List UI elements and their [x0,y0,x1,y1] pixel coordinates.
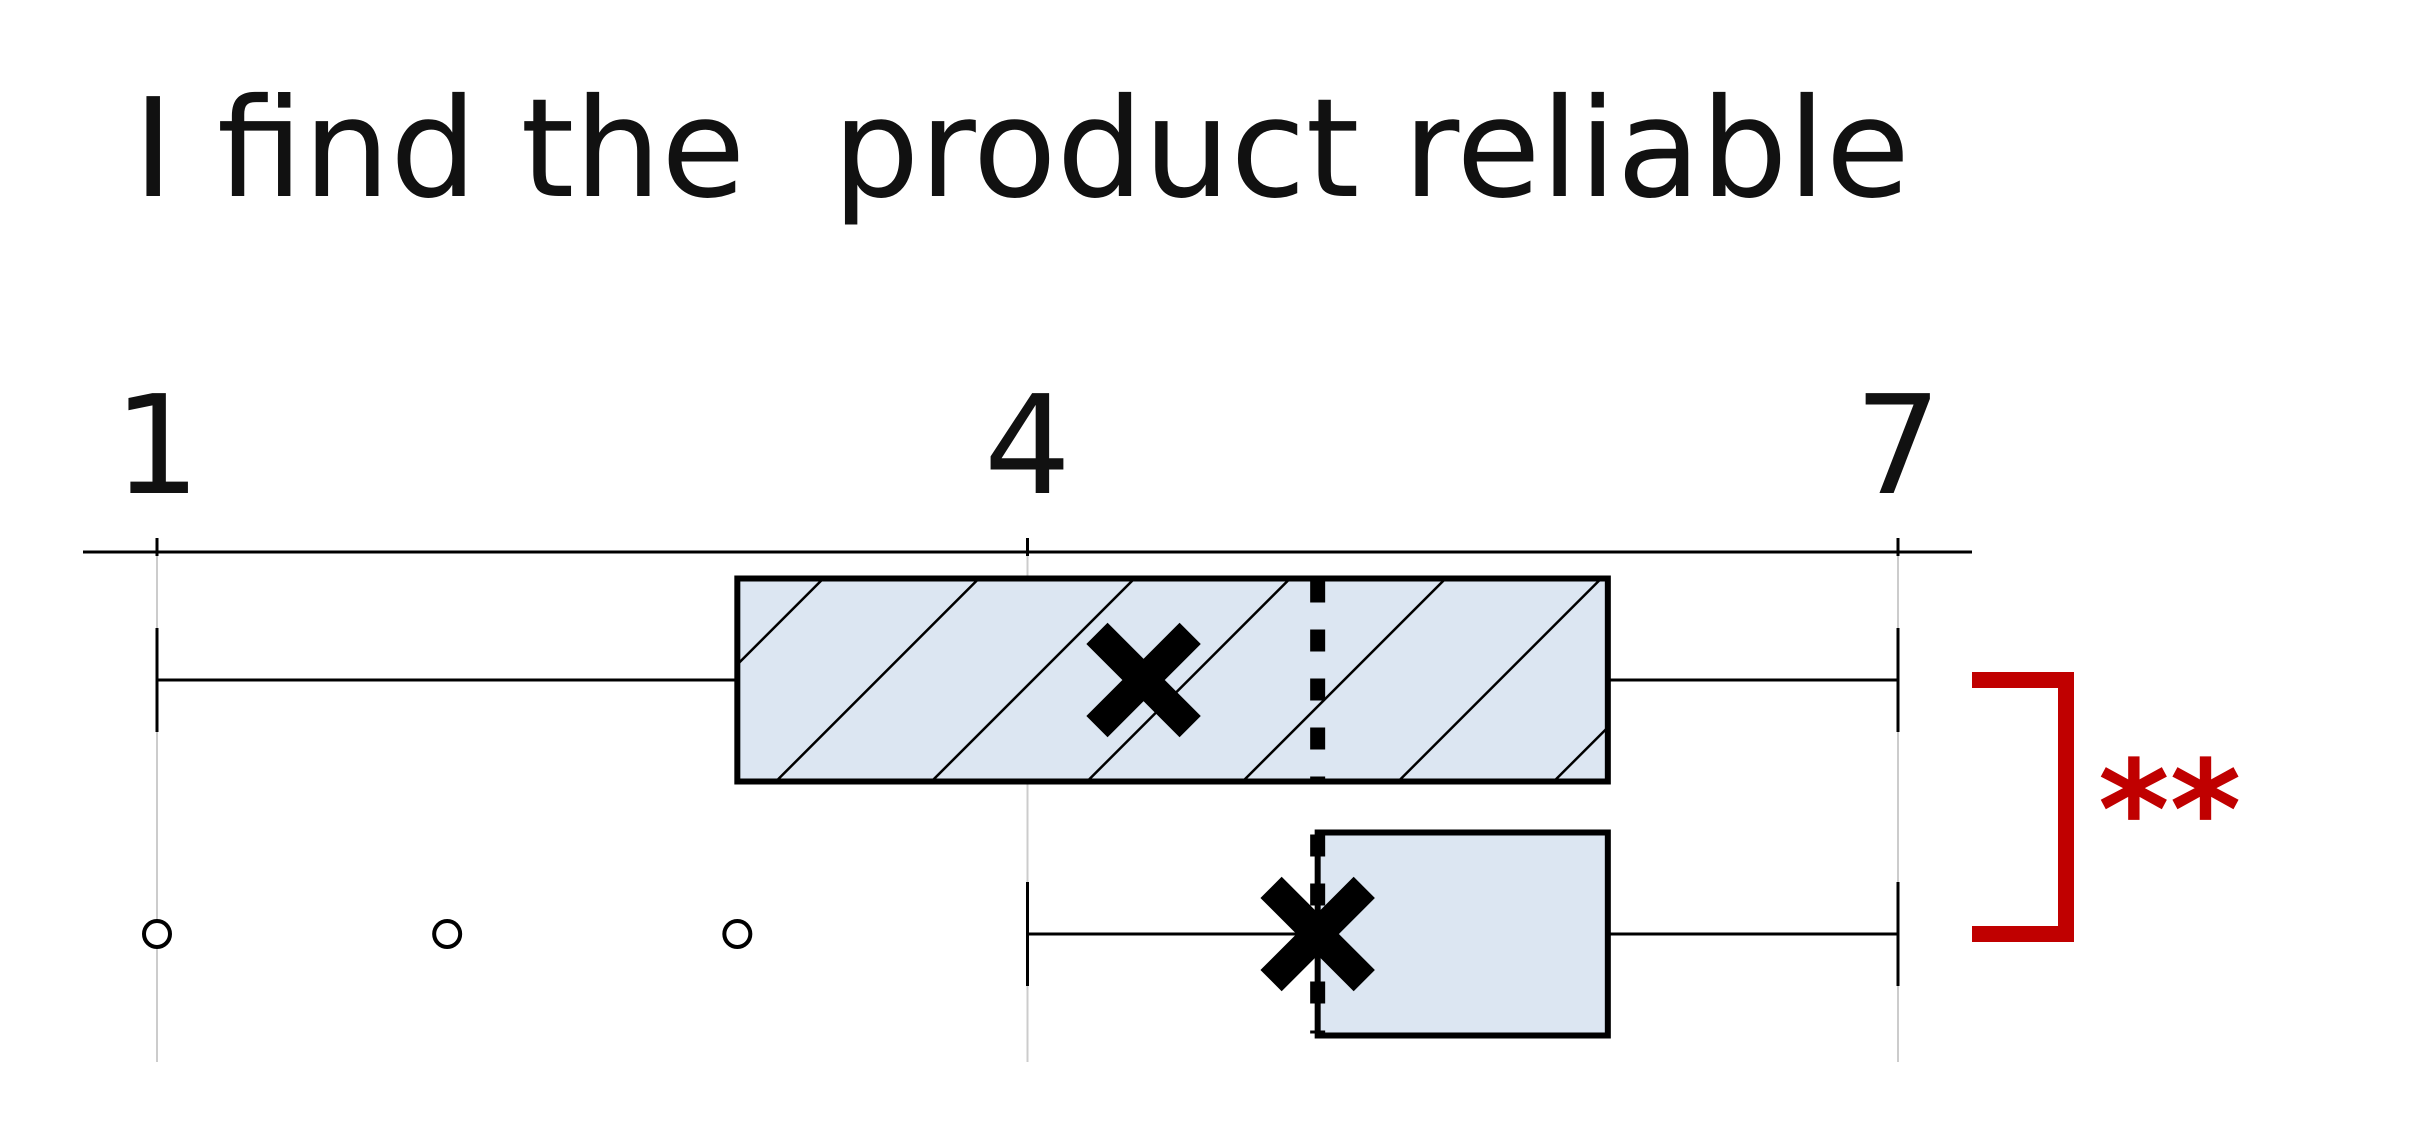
boxes [142,575,1900,1039]
mean-marker [1260,876,1375,992]
significance-bracket [1972,672,2074,942]
x-tick-label: 7 [1854,367,1941,526]
x-axis: 1 4 7 [83,367,1972,556]
box-iqr [734,575,1611,785]
box-iqr [1314,829,1611,1039]
chart-title: I find the product reliable [133,70,1910,229]
significance-label: ** [2098,732,2241,891]
outlier-point [142,919,172,949]
outlier-point [432,919,463,949]
x-tick-label: 1 [113,367,200,526]
mean-marker [1086,622,1201,738]
box-series-1 [155,575,1900,785]
x-tick-label: 4 [984,367,1071,526]
box-series-2 [142,829,1900,1039]
significance-annotation: ** [1972,672,2241,942]
outlier-point [722,919,753,949]
